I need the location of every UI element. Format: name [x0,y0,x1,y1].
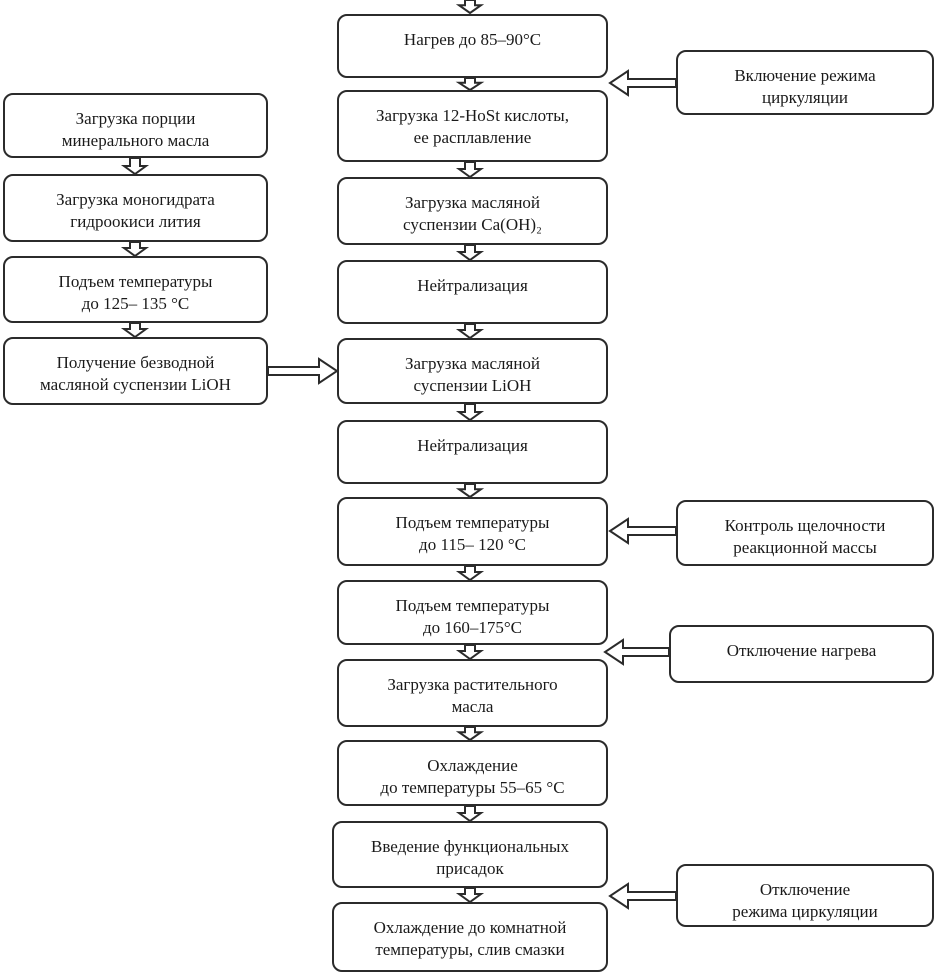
lioh-prep-step: Загрузка порции минерального масла [3,93,268,158]
control-note: Отключение нагрева [669,625,934,683]
control-note: Контроль щелочности реакционной массы [676,500,934,566]
control-note-line: циркуляции [761,88,849,107]
process-step-line: суспензии Ca(OH)₂ [403,215,542,234]
process-step-line: Подъем температуры [395,596,550,615]
main-flow-arrow [455,887,485,904]
note-arrow [608,517,677,545]
lioh-feed-arrow [267,357,339,385]
main-flow-arrow [455,323,485,340]
process-step: Нейтрализация [337,420,608,484]
process-step-line: Нагрев до 85–90°C [403,30,542,49]
process-step-line: Нейтрализация [417,436,528,455]
process-step-line: ее расплавление [413,128,532,147]
control-note-line: Отключение нагрева [726,641,877,660]
entry-arrow [455,0,485,15]
process-step: Нейтрализация [337,260,608,324]
process-step-line: Охлаждение [427,756,518,775]
process-step-line: до 160–175°C [422,618,523,637]
process-step-line: Загрузка растительного [387,675,558,694]
process-step: Нагрев до 85–90°C [337,14,608,78]
process-step-line: до температуры 55–65 °C [380,778,565,797]
control-note-line: Включение режима [734,66,876,85]
process-step-line: до 115– 120 °C [419,535,526,554]
process-step-line: Загрузка масляной [404,354,541,373]
process-step-line: Нейтрализация [417,276,528,295]
note-arrow [603,638,670,666]
process-step-line: температуры, слив смазки [375,940,565,959]
main-flow-arrow [455,77,485,92]
lioh-prep-step-line: гидроокиси лития [70,212,201,231]
process-step: Охлаждение до температуры 55–65 °C [337,740,608,806]
main-flow-arrow [455,161,485,179]
process-step: Загрузка 12-HoSt кислоты, ее расплавление [337,90,608,162]
process-step-line: масла [451,697,494,716]
lioh-prep-step-line: Загрузка порции [75,109,196,128]
process-step: Загрузка масляной суспензии Ca(OH)₂ [337,177,608,245]
lioh-prep-step: Подъем температуры до 125– 135 °C [3,256,268,323]
lioh-prep-step-line: минерального масла [61,131,210,150]
process-step: Загрузка растительного масла [337,659,608,727]
main-flow-arrow [455,726,485,742]
process-step-line: Введение функциональных [371,837,569,856]
main-flow-arrow [455,403,485,422]
note-arrow [608,882,677,910]
process-step-line: Охлаждение до комнатной [373,918,567,937]
process-step-line: Загрузка масляной [404,193,541,212]
note-arrow [608,69,677,97]
process-step: Подъем температуры до 115– 120 °C [337,497,608,566]
left-flow-arrow [120,157,150,176]
process-step-line: Загрузка 12-HoSt кислоты, [376,106,569,125]
control-note-line: реакционной массы [733,538,877,557]
control-note-line: Отключение [759,880,851,899]
main-flow-arrow [455,483,485,499]
control-note-line: режима циркуляции [732,902,878,921]
process-step-line: суспензии LiOH [413,376,532,395]
left-flow-arrow [120,241,150,258]
main-flow-arrow [455,565,485,582]
main-flow-arrow [455,644,485,661]
process-step: Охлаждение до комнатной температуры, слив… [332,902,608,972]
control-note: Отключение режима циркуляции [676,864,934,927]
process-step: Подъем температуры до 160–175°C [337,580,608,645]
process-step: Загрузка масляной суспензии LiOH [337,338,608,404]
lioh-prep-step-line: Подъем температуры [58,272,213,291]
main-flow-arrow [455,805,485,823]
main-flow-arrow [455,244,485,262]
left-flow-arrow [120,322,150,339]
process-step: Введение функциональных присадок [332,821,608,888]
lioh-prep-step: Загрузка моногидрата гидроокиси лития [3,174,268,242]
control-note-line: Контроль щелочности [724,516,886,535]
lioh-prep-step-line: до 125– 135 °C [81,294,190,313]
lioh-prep-step: Получение безводной масляной суспензии Li… [3,337,268,405]
lioh-prep-step-line: Получение безводной [56,353,215,372]
control-note: Включение режима циркуляции [676,50,934,115]
lioh-prep-step-line: Загрузка моногидрата [56,190,215,209]
process-step-line: присадок [436,859,504,878]
process-step-line: Подъем температуры [395,513,550,532]
lioh-prep-step-line: масляной суспензии LiOH [40,375,231,394]
